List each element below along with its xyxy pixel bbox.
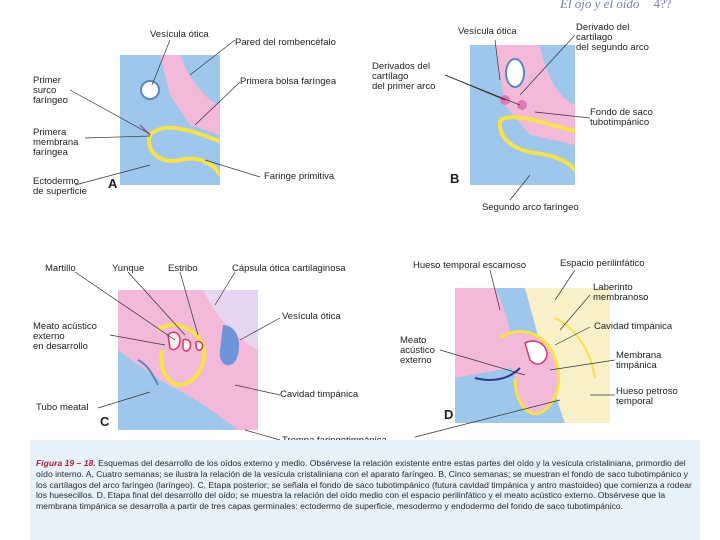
label-c-vesicula: Vesícula ótica [282,312,341,322]
label-b-segundo: Segundo arco faríngeo [482,203,579,213]
label-b-derivados1: Derivados del cartílago del primer arco [372,62,435,92]
figure-caption: Figura 19 – 18. Esquemas del desarrollo … [30,440,700,540]
label-d-hueso-temp: Hueso temporal escamoso [413,261,526,271]
label-a-membrana: Primera membrana faríngea [33,128,78,158]
label-a-vesicula: Vesícula ótica [150,30,209,40]
caption-body: Esquemas del desarrollo de los oídos ext… [36,458,692,511]
label-c-martillo: Martillo [45,264,76,274]
label-a-pared: Pared del rombencéfalo [235,38,336,48]
label-d-laberinto: Laberinto membranoso [593,283,648,303]
label-d-espacio: Espacio perilinfático [560,259,645,269]
label-b-derivado2: Derivado del cartílago del segundo arco [576,23,649,53]
label-c-capsula: Cápsula ótica cartilaginosa [232,264,346,274]
label-b-vesicula: Vesícula ótica [458,27,517,37]
label-a-faringe: Faringe primitiva [264,172,334,182]
label-c-yunque: Yunque [112,264,144,274]
panel-c-tag: C [100,414,109,429]
label-a-bolsa: Primera bolsa faríngea [240,77,336,87]
label-b-fondo: Fondo de saco tubotimpánico [590,108,653,128]
label-c-meato: Meato acústico externo en desarrollo [33,322,97,352]
caption-label: Figura 19 – 18. [36,458,96,468]
label-d-membrana: Membrana timpánica [616,351,661,371]
label-a-surco: Primer surco faríngeo [33,76,68,106]
label-c-estribo: Estribo [168,264,198,274]
panel-a-tag: A [108,176,117,191]
caption-text: Figura 19 – 18. Esquemas del desarrollo … [36,458,696,512]
label-a-ectodermo: Ectodermo de superficie [33,177,87,197]
label-d-meato: Meato acústico externo [400,336,435,366]
label-c-tubo: Tubo meatal [36,403,88,413]
label-d-cavidad: Cavidad timpánica [594,322,672,332]
label-d-petroso: Hueso petroso temporal [616,387,678,407]
label-c-cavidad: Cavidad timpánica [280,390,358,400]
panel-b-tag: B [450,171,459,186]
panel-d-tag: D [444,407,453,422]
